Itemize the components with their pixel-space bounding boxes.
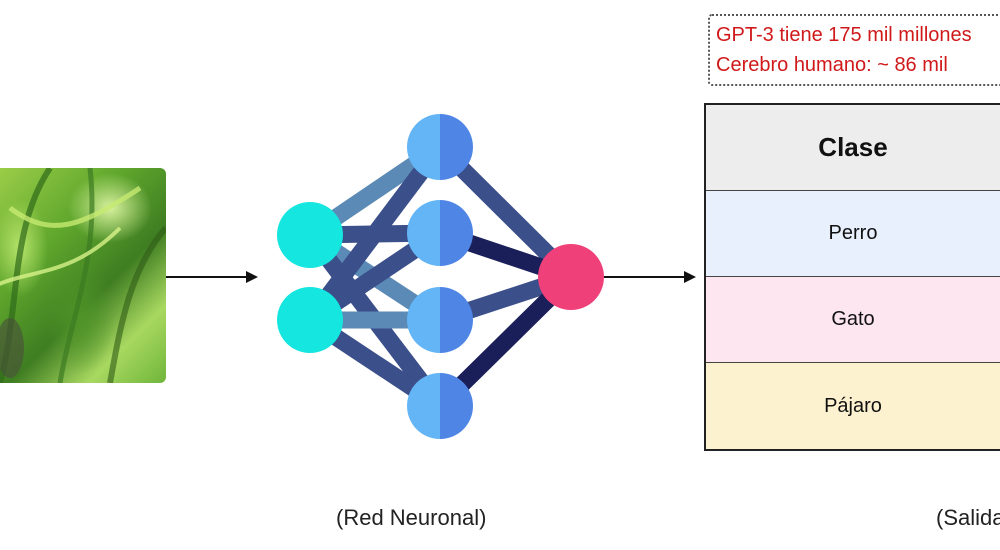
table-row-perro: Perro: [706, 191, 1000, 277]
input-image: [0, 168, 166, 383]
note-line-2: Cerebro humano: ~ 86 mil: [716, 54, 948, 76]
input-node-2: [277, 287, 343, 353]
network-caption: (Red Neuronal): [336, 505, 487, 530]
output-class-table: Clase Perro Gato Pájaro: [704, 103, 1000, 451]
hidden-node-4: [407, 373, 473, 439]
output-node: [538, 244, 604, 310]
network-edges: [303, 139, 577, 414]
hidden-node-3: [407, 287, 473, 353]
table-header-clase: Clase: [706, 105, 1000, 191]
input-arrow: [166, 271, 258, 283]
table-row-gato: Gato: [706, 277, 1000, 363]
output-arrow: [604, 271, 696, 283]
hidden-node-2: [407, 200, 473, 266]
hidden-node-1: [407, 114, 473, 180]
edge-input2-hidden1: [303, 141, 447, 326]
input-node-1: [277, 202, 343, 268]
output-caption: (Salida): [936, 505, 1000, 530]
table-row-pajaro: Pájaro: [706, 363, 1000, 449]
parameter-note: GPT-3 tiene 175 mil millones Cerebro hum…: [708, 14, 1000, 86]
note-line-1: GPT-3 tiene 175 mil millones: [716, 24, 972, 46]
network-nodes: [277, 114, 604, 439]
